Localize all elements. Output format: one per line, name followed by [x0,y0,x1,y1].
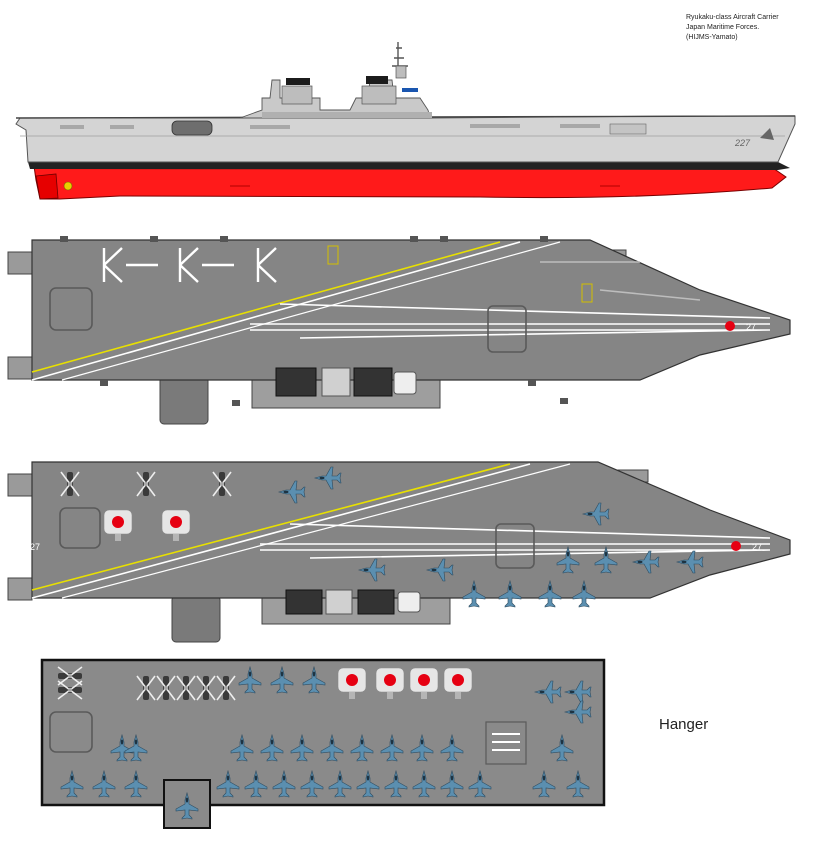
flight-deck-empty-view: 27 27 [7,236,791,425]
flight-deck-loaded-view: 27 27 [7,461,791,643]
hanger-label: Hanger [659,716,709,733]
deck-number-bow-empty: 27 [746,322,756,332]
deck-number-bow-loaded: 27 [752,542,762,552]
caption-line-3: (HIJMS-Yamato) [686,34,738,41]
hanger-deck-view [40,658,606,829]
deck-number-aft-empty: 27 [20,322,30,332]
hull-number: 227 [734,138,751,148]
caption-line-1: Ryukaku-class Aircraft Carrier [686,14,779,21]
side-profile-view: 227 [15,42,796,200]
caption-line-2: Japan Maritime Forces. [686,24,760,31]
title-caption: Ryukaku-class Aircraft Carrier Japan Mar… [686,13,836,43]
deck-number-aft-loaded: 27 [30,542,40,552]
